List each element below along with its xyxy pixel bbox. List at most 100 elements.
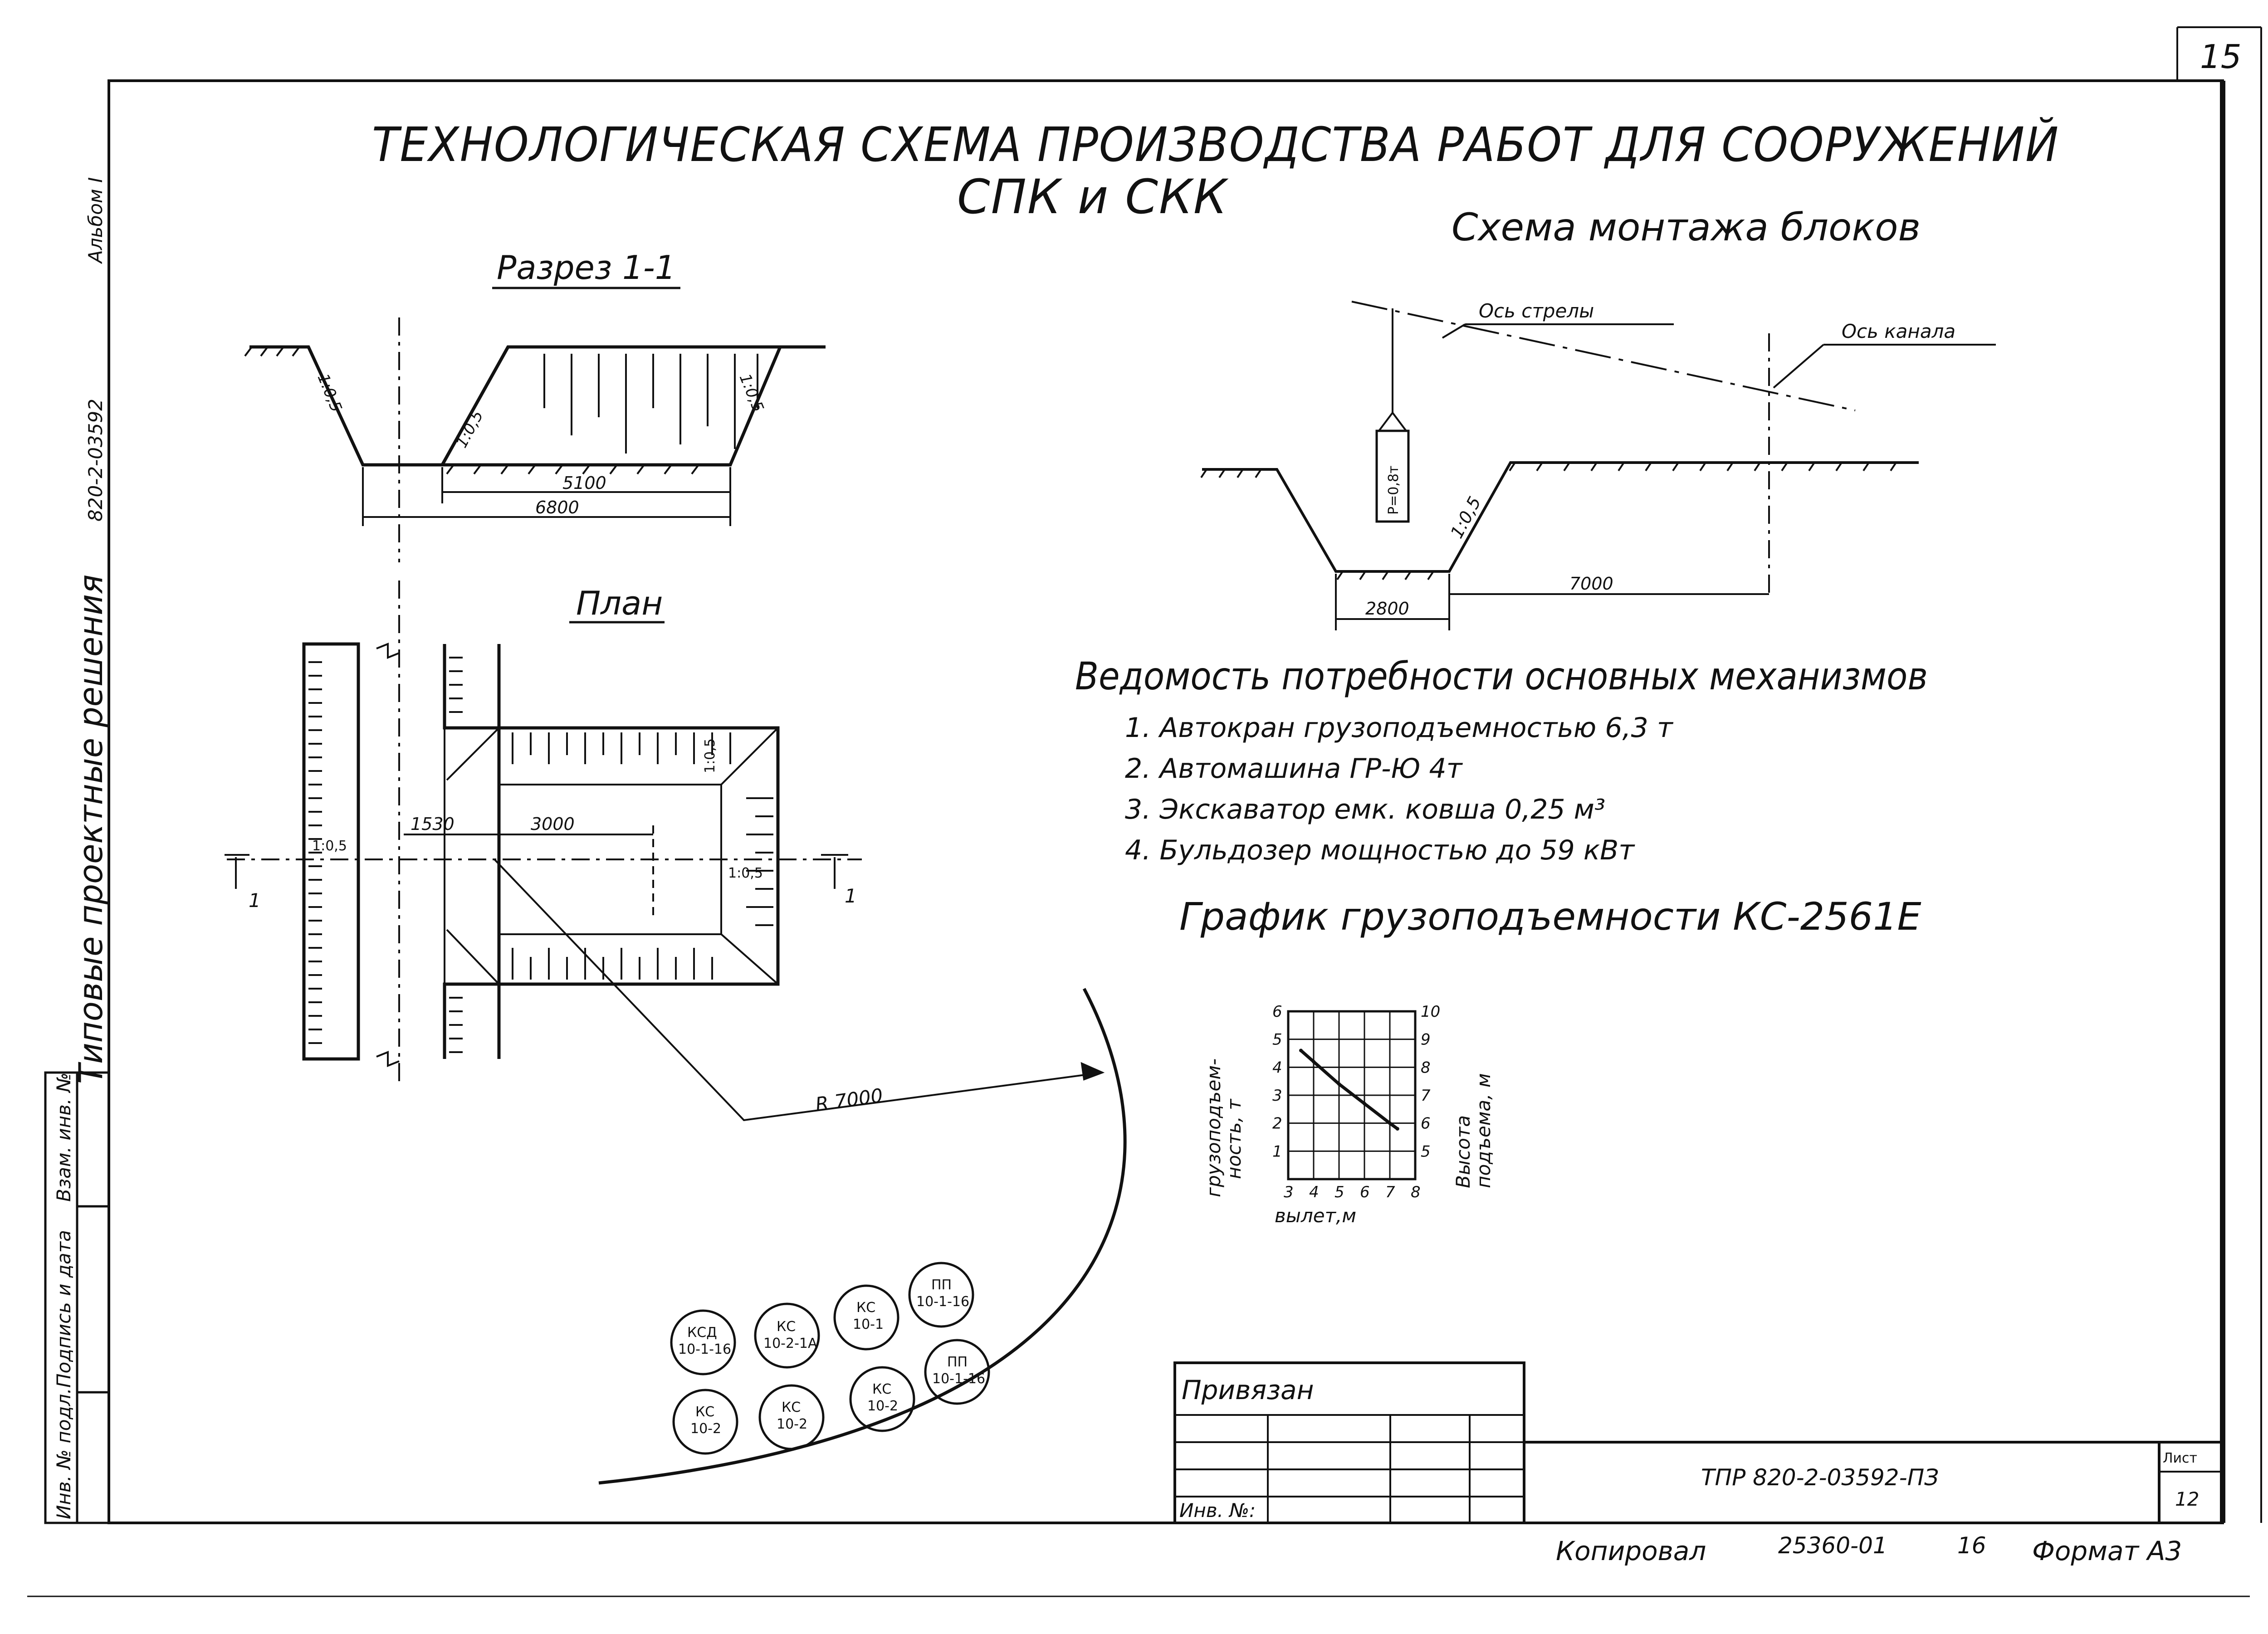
stamp-inv: Инв. №: [1179, 1499, 1256, 1522]
blocks-group: КСД 10-1-16 КС 10-2-1А КС 10-1 ПП 10-1-1… [670, 1262, 990, 1455]
block-name: КС [695, 1404, 714, 1420]
section-mark-left: 1 [249, 889, 261, 912]
channel-axis-label: Ось канала [1842, 320, 1955, 342]
side-strip: Альбом I 820-2-03592 Типовые проектные р… [44, 177, 110, 1524]
block-item: КСД 10-1-16 [670, 1309, 736, 1375]
stamp-col-sign: Подпись и дата [53, 1230, 75, 1388]
frame [27, 26, 2262, 1597]
block-name: ПП [931, 1277, 952, 1293]
block-name: КС [872, 1381, 891, 1397]
y-tick-label: 6 [1272, 1003, 1282, 1021]
stamp-sheet-label: Лист [2163, 1450, 2197, 1466]
block-code: 10-2 [867, 1398, 898, 1414]
y2-tick-label: 7 [1421, 1087, 1431, 1105]
block-name: КСД [687, 1325, 717, 1341]
plan-view: План [225, 580, 1127, 1485]
y2-tick-label: 10 [1421, 1003, 1440, 1021]
capacity-point [1363, 1102, 1366, 1106]
section-1-1: Разрез 1-1 5100 6800 1:0,5 [244, 249, 826, 562]
y-tick-label: 3 [1272, 1087, 1282, 1105]
mechanisms-list: Ведомость потребности основных механизмо… [1075, 654, 1928, 866]
x-tick-label: 6 [1360, 1183, 1370, 1201]
slope-plan-right: 1:0,5 [728, 865, 763, 881]
block-name: ПП [947, 1354, 968, 1370]
dim-7000: 7000 [1569, 574, 1613, 594]
drawing-title-line1: ТЕХНОЛОГИЧЕСКАЯ СХЕМА ПРОИЗВОДСТВА РАБОТ… [372, 117, 2059, 172]
block-code: 10-2-1А [763, 1336, 817, 1351]
block-item: КС 10-2 [758, 1384, 825, 1450]
y2-tick-label: 6 [1421, 1115, 1431, 1133]
y2-tick-label: 9 [1421, 1031, 1431, 1049]
block-name: КС [856, 1300, 875, 1316]
stamp-sheet-no: 12 [2175, 1488, 2199, 1510]
block-code: 10-1-16 [678, 1341, 731, 1357]
footer-number: 16 [1957, 1532, 1986, 1559]
dim-2800: 2800 [1365, 599, 1409, 619]
mechanism-item: 1. Автокран грузоподъемностью 6,3 т [1125, 712, 1674, 744]
section-mark-right: 1 [845, 885, 857, 907]
dim-3000: 3000 [531, 814, 575, 834]
slope-plan-top: 1:0,5 [702, 738, 718, 773]
capacity-point [1395, 1127, 1399, 1131]
plan-title: План [576, 584, 663, 622]
radius-label: R 7000 [814, 1084, 885, 1116]
y-tick-label: 1 [1272, 1142, 1282, 1161]
slope-left: 1:0,5 [314, 371, 346, 415]
dim-6800: 6800 [535, 498, 579, 517]
slope-mid: 1:0,5 [453, 407, 487, 451]
block-code: 10-2 [690, 1421, 721, 1437]
stamp-col-replace: Взам. инв. № [53, 1073, 75, 1202]
slope-plan-left: 1:0,5 [312, 838, 347, 854]
block-item: КС 10-2 [672, 1389, 738, 1455]
y2-tick-label: 8 [1421, 1058, 1431, 1077]
left-axis-label-1: грузоподъем- [1202, 1058, 1225, 1197]
x-tick-label: 5 [1334, 1183, 1344, 1201]
mechanism-item: 4. Бульдозер мощностью до 59 кВт [1125, 834, 1635, 866]
block-code: 10-2 [777, 1416, 807, 1432]
assembly-title: Схема монтажа блоков [1452, 205, 1921, 249]
block-item: ПП 10-1-16 [924, 1339, 990, 1405]
assembly-scheme: Схема монтажа блоков Ось стрелы Ось кана… [1200, 205, 1996, 630]
block-item: КС 10-2 [849, 1366, 915, 1432]
side-code: 820-2-03592 [84, 399, 107, 522]
x-tick-label: 7 [1385, 1183, 1395, 1201]
x-tick-label: 4 [1309, 1183, 1319, 1201]
y2-tick-label: 5 [1421, 1142, 1431, 1161]
side-series: Типовые проектные решения [72, 575, 110, 1084]
footer: Копировал 25360-01 16 Формат А3 [1556, 1532, 2182, 1566]
title-block: Привязан Инв. №: ТПР 820-2-03592-ПЗ Лист… [1173, 1361, 2223, 1524]
block-item: КС 10-2-1А [754, 1302, 820, 1369]
block-name: КС [782, 1400, 801, 1415]
boom-axis-label: Ось стрелы [1479, 300, 1594, 322]
page-number: 15 [2200, 38, 2242, 76]
right-axis-label-2: подъема, м [1472, 1073, 1495, 1188]
capacity-point [1299, 1049, 1303, 1053]
block-code: 10-1-16 [916, 1294, 969, 1310]
capacity-point [1388, 1121, 1392, 1125]
side-album: Альбом I [84, 177, 107, 264]
stamp-tied: Привязан [1182, 1375, 1314, 1405]
chart-title: График грузоподъемности КС-2561Е [1179, 894, 1921, 939]
block-item: КС 10-1 [833, 1284, 899, 1351]
capacity-curve [1300, 1049, 1398, 1130]
left-axis-label-2: ность, т [1223, 1098, 1245, 1179]
mechanism-item: 2. Автомашина ГР-Ю 4т [1125, 753, 1463, 785]
block-name: КС [777, 1319, 796, 1335]
footer-format: Формат А3 [2032, 1536, 2182, 1566]
x-axis-label: вылет,м [1275, 1205, 1356, 1227]
drawing-title-line2: СПК и СКК [957, 169, 1229, 224]
stamp-col-inv: Инв. № подл. [53, 1388, 75, 1519]
footer-copied: Копировал [1556, 1536, 1706, 1566]
dim-5100: 5100 [562, 473, 606, 493]
capacity-point [1312, 1060, 1315, 1063]
y-tick-label: 2 [1272, 1115, 1282, 1133]
stamp-doc-code: ТПР 820-2-03592-ПЗ [1701, 1464, 1939, 1491]
mechanism-item: 3. Экскаватор емк. ковша 0,25 м³ [1125, 794, 1605, 825]
capacity-point [1337, 1082, 1341, 1086]
y-tick-label: 5 [1272, 1031, 1282, 1049]
x-tick-label: 3 [1284, 1183, 1294, 1201]
mechanisms-title: Ведомость потребности основных механизмо… [1075, 654, 1928, 698]
